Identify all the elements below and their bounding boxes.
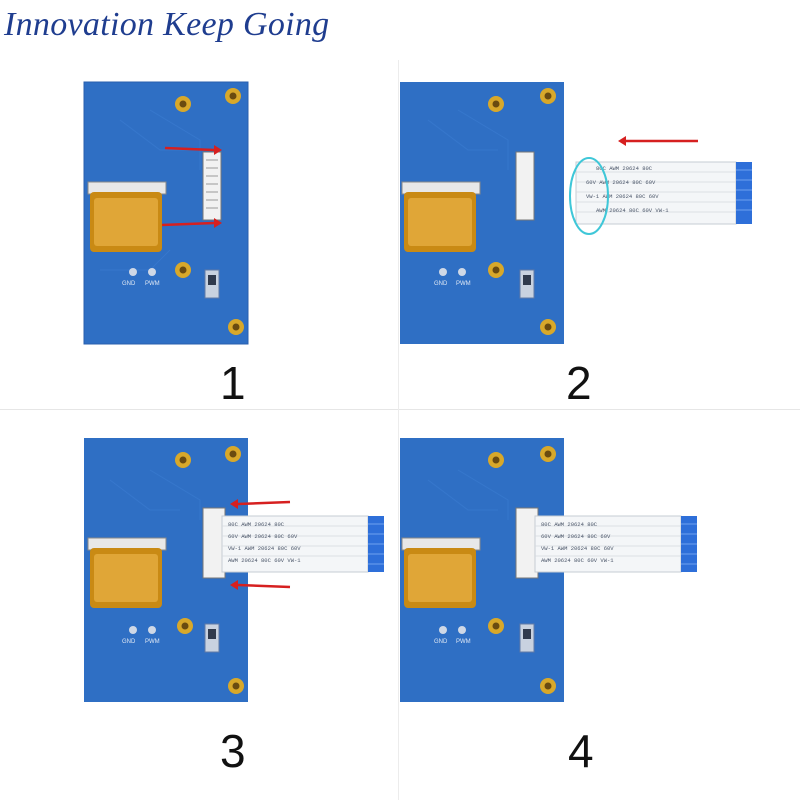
divider-vertical <box>398 60 399 800</box>
svg-text:PWM: PWM <box>456 281 471 287</box>
svg-text:AWM 20624 80C 60V VW-1: AWM 20624 80C 60V VW-1 <box>228 557 301 564</box>
board-illustration-4: GND PWM 80C AWM 20624 80C 60V AWM 20624 … <box>400 438 697 702</box>
gnd-label: GND <box>122 281 136 287</box>
step-number-1: 1 <box>220 357 246 409</box>
svg-text:60V AWM 20624 80C 60V: 60V AWM 20624 80C 60V <box>586 179 656 186</box>
svg-text:VW-1 AWM 20624 80C 60V: VW-1 AWM 20624 80C 60V <box>228 545 301 552</box>
svg-text:GND: GND <box>122 639 136 645</box>
divider-horizontal <box>0 409 800 410</box>
svg-text:80C AWM 20624 80C: 80C AWM 20624 80C <box>228 521 285 528</box>
svg-text:80C AWM 20624 80C: 80C AWM 20624 80C <box>596 165 653 172</box>
svg-text:AWM 20624 80C 60V VW-1: AWM 20624 80C 60V VW-1 <box>541 557 614 564</box>
pwm-label: PWM <box>145 281 160 287</box>
step-panel-4: GND PWM 80C AWM 20624 80C 60V AWM 20624 … <box>398 410 798 800</box>
step-number-3: 3 <box>220 725 246 777</box>
highlight-ellipse <box>569 157 609 235</box>
brand-title: Innovation Keep Going <box>4 6 330 43</box>
svg-text:GND: GND <box>434 281 448 287</box>
red-arrow-indicator <box>230 499 291 590</box>
board-illustration-2: GND PWM 80C AWM 20624 80C 60V AWM 20624 … <box>400 82 752 344</box>
ffc-connector-right <box>515 151 535 221</box>
red-arrow-indicator <box>618 136 698 146</box>
step-panel-1: GND PWM 1 <box>0 20 400 410</box>
ffc-connector-right <box>202 151 222 221</box>
ribbon-cable: 80C AWM 20624 80C 60V AWM 20624 80C 60V … <box>575 161 752 225</box>
svg-text:PWM: PWM <box>145 639 160 645</box>
step-panel-3: GND PWM 80C AWM 20624 80C 60V AWM 20624 … <box>0 410 400 800</box>
ribbon-cable: 80C AWM 20624 80C 60V AWM 20624 80C 60V … <box>534 515 697 573</box>
svg-text:VW-1 AWM 20624 80C 60V: VW-1 AWM 20624 80C 60V <box>586 193 659 200</box>
red-arrow-indicator <box>161 145 222 228</box>
ribbon-cable: 80C AWM 20624 80C 60V AWM 20624 80C 60V … <box>221 515 384 573</box>
step-panel-2: GND PWM 80C AWM 20624 80C 60V AWM 20624 … <box>398 20 798 410</box>
step-number-4: 4 <box>568 725 594 777</box>
board-illustration-3: GND PWM 80C AWM 20624 80C 60V AWM 20624 … <box>84 438 384 702</box>
svg-text:80C AWM 20624 80C: 80C AWM 20624 80C <box>541 521 598 528</box>
step-number-2: 2 <box>566 357 592 409</box>
svg-text:60V AWM 20624 80C 60V: 60V AWM 20624 80C 60V <box>541 533 611 540</box>
board-illustration-1: GND PWM <box>83 81 249 345</box>
svg-text:GND: GND <box>434 639 448 645</box>
svg-text:VW-1 AWM 20624 80C 60V: VW-1 AWM 20624 80C 60V <box>541 545 614 552</box>
svg-text:60V AWM 20624 80C 60V: 60V AWM 20624 80C 60V <box>228 533 298 540</box>
svg-text:AWM 20624 80C 60V VW-1: AWM 20624 80C 60V VW-1 <box>596 207 669 214</box>
svg-text:PWM: PWM <box>456 639 471 645</box>
